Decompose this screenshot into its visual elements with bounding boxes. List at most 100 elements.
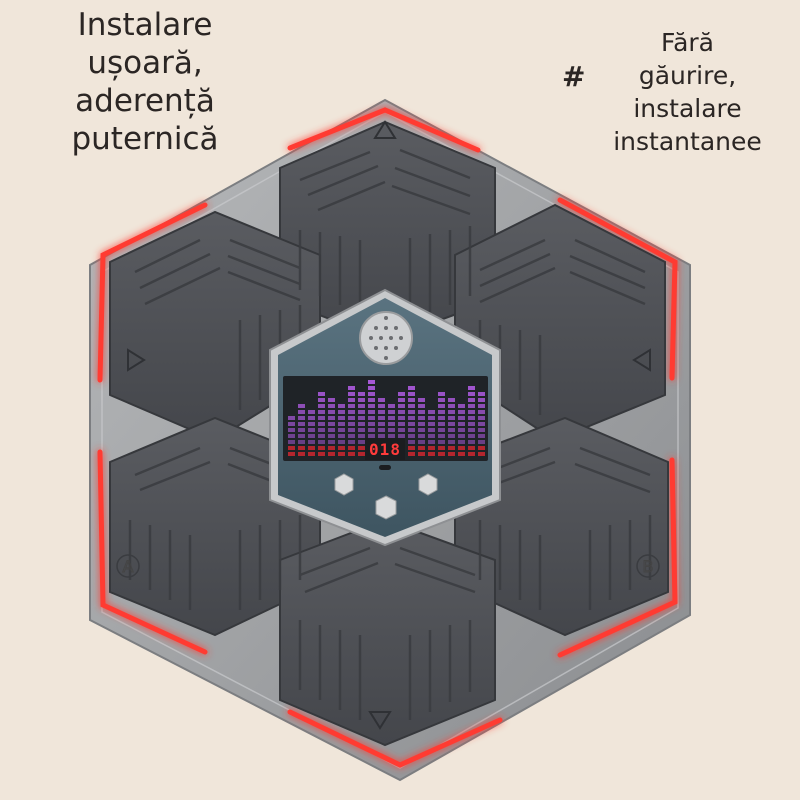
equalizer-level-cell (328, 416, 335, 420)
equalizer-base-cell (438, 452, 445, 456)
equalizer-level-cell (298, 428, 305, 432)
equalizer-base-cell (318, 446, 325, 450)
equalizer-level-cell (288, 416, 295, 420)
equalizer-level-cell (398, 398, 405, 402)
equalizer-level-cell (408, 404, 415, 408)
equalizer-level-cell (368, 410, 375, 414)
equalizer-base-cell (418, 446, 425, 450)
triangle-arrow-icon (368, 711, 392, 730)
equalizer-level-cell (468, 386, 475, 390)
left-button[interactable] (334, 473, 354, 496)
equalizer-level-cell (348, 440, 355, 444)
right-button[interactable] (418, 473, 438, 496)
equalizer-level-cell (378, 404, 385, 408)
equalizer-level-cell (318, 434, 325, 438)
equalizer-level-cell (348, 398, 355, 402)
equalizer-level-cell (368, 422, 375, 426)
equalizer-level-cell (408, 410, 415, 414)
equalizer-level-cell (288, 434, 295, 438)
pad-letter-b: B (643, 557, 654, 576)
equalizer-base-cell (328, 446, 335, 450)
equalizer-level-cell (398, 410, 405, 414)
equalizer-level-cell (418, 422, 425, 426)
equalizer-level-cell (438, 392, 445, 396)
equalizer-level-cell (358, 416, 365, 420)
equalizer-base-cell (408, 446, 415, 450)
equalizer-level-cell (318, 404, 325, 408)
equalizer-level-cell (378, 434, 385, 438)
equalizer-level-cell (428, 440, 435, 444)
caption-line: puternică (71, 121, 219, 157)
equalizer-base-cell (338, 446, 345, 450)
equalizer-level-cell (428, 422, 435, 426)
equalizer-level-cell (478, 422, 485, 426)
glow-strip-bottom (287, 709, 503, 768)
equalizer-level-cell (478, 440, 485, 444)
equalizer-level-cell (448, 398, 455, 402)
equalizer-level-cell (408, 428, 415, 432)
equalizer-level-cell (408, 422, 415, 426)
equalizer-base-cell (328, 452, 335, 456)
equalizer-level-cell (478, 410, 485, 414)
equalizer-level-cell (368, 380, 375, 384)
equalizer-level-cell (318, 428, 325, 432)
equalizer-level-cell (348, 428, 355, 432)
equalizer-level-cell (418, 440, 425, 444)
equalizer-base-cell (418, 452, 425, 456)
equalizer-level-cell (468, 404, 475, 408)
equalizer-base-cell (458, 452, 465, 456)
speaker-grille-icon (359, 311, 413, 365)
equalizer-level-cell (338, 440, 345, 444)
equalizer-level-cell (328, 410, 335, 414)
equalizer-display (283, 376, 488, 461)
equalizer-base-cell (308, 452, 315, 456)
equalizer-level-cell (458, 422, 465, 426)
equalizer-level-cell (428, 410, 435, 414)
equalizer-level-cell (348, 410, 355, 414)
equalizer-level-cell (318, 392, 325, 396)
equalizer-base-cell (348, 452, 355, 456)
equalizer-level-cell (328, 404, 335, 408)
equalizer-base-cell (468, 452, 475, 456)
equalizer-level-cell (418, 398, 425, 402)
equalizer-base-cell (478, 452, 485, 456)
equalizer-base-cell (318, 452, 325, 456)
equalizer-level-cell (438, 434, 445, 438)
equalizer-level-cell (428, 416, 435, 420)
equalizer-level-cell (468, 416, 475, 420)
equalizer-level-cell (308, 440, 315, 444)
equalizer-level-cell (418, 428, 425, 432)
equalizer-base-cell (408, 452, 415, 456)
equalizer-level-cell (398, 434, 405, 438)
equalizer-level-cell (478, 434, 485, 438)
caption-line: Instalare (77, 7, 213, 43)
equalizer-level-cell (468, 434, 475, 438)
equalizer-level-cell (468, 398, 475, 402)
equalizer-level-cell (398, 422, 405, 426)
glow-strip-right-upper (557, 197, 678, 381)
equalizer-level-cell (468, 392, 475, 396)
equalizer-base-cell (298, 452, 305, 456)
equalizer-level-cell (458, 416, 465, 420)
equalizer-level-cell (448, 428, 455, 432)
equalizer-level-cell (388, 428, 395, 432)
equalizer-level-cell (448, 410, 455, 414)
equalizer-level-cell (468, 440, 475, 444)
equalizer-base-cell (288, 446, 295, 450)
equalizer-display-icon (288, 380, 485, 456)
equalizer-level-cell (448, 440, 455, 444)
equalizer-level-cell (388, 416, 395, 420)
timer-display (365, 438, 405, 460)
equalizer-level-cell (398, 416, 405, 420)
timer-value: 018 (369, 440, 401, 459)
caption-line: ușoară, (87, 45, 203, 81)
equalizer-level-cell (388, 434, 395, 438)
equalizer-base-cell (478, 446, 485, 450)
equalizer-level-cell (458, 404, 465, 408)
center-button[interactable] (375, 495, 397, 520)
equalizer-base-cell (288, 452, 295, 456)
pad-letter-a: A (123, 557, 134, 576)
equalizer-level-cell (448, 434, 455, 438)
pad-letter-circle (116, 554, 140, 578)
